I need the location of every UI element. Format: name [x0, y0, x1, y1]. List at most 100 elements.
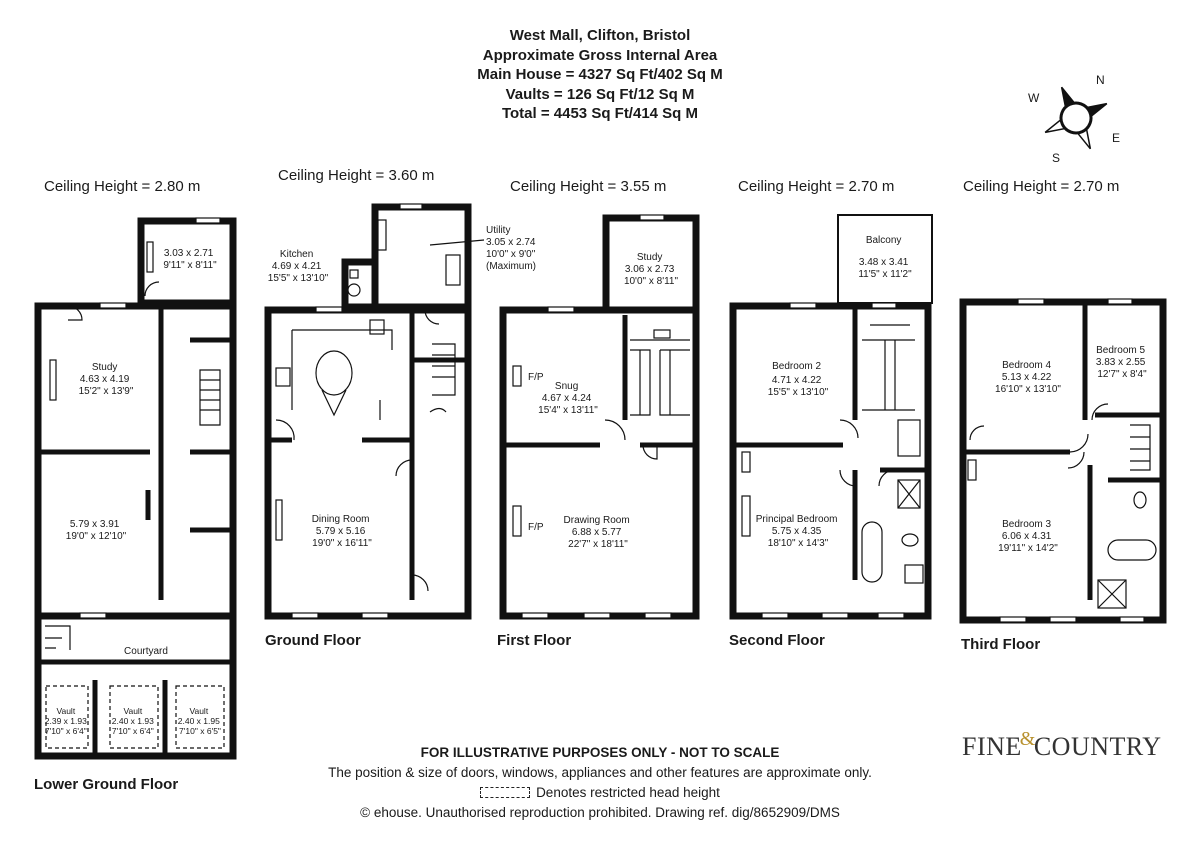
main-house-area: Main House = 4327 Sq Ft/402 Sq M — [477, 66, 723, 83]
ground-ceiling-height: Ceiling Height = 3.60 m — [278, 167, 435, 184]
logo-ampersand: & — [1019, 728, 1036, 750]
compass-e: E — [1112, 131, 1120, 145]
utility-name: Utility — [486, 225, 510, 236]
principal-dims-m: 5.75 x 4.35 — [772, 526, 822, 537]
lg-main-dims-m: 5.79 x 3.91 — [70, 519, 120, 530]
principal-name: Principal Bedroom — [756, 514, 838, 525]
address-title: West Mall, Clifton, Bristol — [509, 27, 691, 44]
snug-dims-m: 4.67 x 4.24 — [542, 393, 592, 404]
bedroom4-dims-m: 5.13 x 4.22 — [1002, 372, 1052, 383]
svg-text:Kitchen 4.69 x 4.21: Kitchen 4.69 x 4.21 15'5" x 13'10" — [268, 249, 329, 284]
svg-text:Vault 2.39 x 1.93: Vault 2.39 x 1.93 7'10" x 6'4" Vault 2.4… — [45, 706, 222, 736]
lg-study-dims-m: 4.63 x 4.19 — [80, 374, 130, 385]
balcony-dims-m: 3.48 x 3.41 — [859, 257, 909, 268]
utility-dims-ft: 10'0" x 9'0" — [486, 249, 536, 260]
svg-text:Bedroom 5 3.83 x 2.55: Bedroom 5 3.83 x 2.55 12'7" x 8'4" — [1096, 345, 1148, 380]
kitchen-dims-m: 4.69 x 4.21 — [272, 261, 322, 272]
svg-text:Drawing Room 6.88 x 5.77: Drawing Room 6.88 x 5.77 22'7" x 18'11" — [564, 515, 633, 550]
balcony-name: Balcony — [866, 235, 902, 246]
svg-text:Bedroom 4 5.13 x 4.22: Bedroom 4 5.13 x 4.22 16'10" x 13'10" — [995, 360, 1061, 395]
svg-text:Balcony 3.48 x 3.41: Balcony 3.48 x 3.41 11'5" x 11'2" — [858, 235, 912, 280]
ff-study-dims-m: 3.06 x 2.73 — [625, 264, 675, 275]
lg-study-name: Study — [92, 362, 118, 373]
principal-dims-ft: 18'10" x 14'3" — [768, 538, 829, 549]
ff-study-dims-ft: 10'0" x 8'11" — [624, 276, 679, 287]
total-area: Total = 4453 Sq Ft/414 Sq M — [501, 105, 699, 122]
bedroom3-dims-m: 6.06 x 4.31 — [1002, 531, 1052, 542]
drawing-fp: F/P — [528, 522, 544, 533]
svg-text:Utility 3.05 x 2.74: Utility 3.05 x 2.74 10'0" x 9'0" (Maximu… — [486, 225, 538, 272]
plan-header: West Mall, Clifton, Bristol Approximate … — [0, 26, 1200, 124]
snug-fp: F/P — [528, 372, 544, 383]
balcony-dims-ft: 11'5" x 11'2" — [858, 269, 912, 280]
kitchen-name: Kitchen — [280, 249, 313, 260]
second-floor-plan: Balcony 3.48 x 3.41 11'5" x 11'2" Bedroo… — [729, 214, 933, 620]
restricted-note: Denotes restricted head height — [536, 785, 720, 800]
utility-dims-m: 3.05 x 2.74 — [486, 237, 536, 248]
bedroom4-dims-ft: 16'10" x 13'10" — [995, 384, 1061, 395]
gia-label: Approximate Gross Internal Area — [482, 46, 718, 64]
lg-store-dims-m: 3.03 x 2.71 — [164, 248, 214, 259]
third-floor-plan: Bedroom 4 5.13 x 4.22 16'10" x 13'10" Be… — [959, 298, 1167, 624]
drawing-name: Drawing Room — [564, 515, 630, 526]
vault2-name: Vault — [123, 706, 142, 716]
logo-word-fine: FINE — [962, 732, 1022, 761]
lg-courtyard-name: Courtyard — [124, 646, 168, 657]
bedroom5-name: Bedroom 5 — [1096, 345, 1145, 356]
restricted-note-row: Denotes restricted head height — [250, 785, 950, 800]
svg-text:Bedroom 3 6.06 x 4.31: Bedroom 3 6.06 x 4.31 19'11" x 14'2" — [998, 519, 1058, 554]
dining-dims-m: 5.79 x 5.16 — [316, 526, 366, 537]
third-floor-label: Third Floor — [961, 636, 1041, 653]
vault2-dims-ft: 7'10" x 6'4" — [112, 726, 154, 736]
vault1-dims-ft: 7'10" x 6'4" — [45, 726, 87, 736]
svg-text:Study 4.63 x 4.19: Study 4.63 x 4.19 15'2" x 13'9" — [79, 362, 134, 397]
svg-text:Principal Bedroom 5.75 x: Principal Bedroom 5.75 x 4.35 18'10" x 1… — [756, 514, 841, 549]
vault2-dims-m: 2.40 x 1.93 — [112, 716, 154, 726]
fine-country-logo: FINE&COUNTRY — [962, 728, 1162, 762]
bedroom3-name: Bedroom 3 — [1002, 519, 1051, 530]
dining-name: Dining Room — [312, 514, 370, 525]
bedroom4-name: Bedroom 4 — [1002, 360, 1051, 371]
drawing-dims-m: 6.88 x 5.77 — [572, 527, 622, 538]
svg-text:Dining Room 5.79 x 5.16: Dining Room 5.79 x 5.16 19'0" x 16'11" — [312, 514, 373, 549]
svg-text:5.79 x 3.91 19'0" x 12'1: 5.79 x 3.91 19'0" x 12'10" — [66, 519, 127, 542]
first-ceiling-height: Ceiling Height = 3.55 m — [510, 178, 667, 195]
vault3-dims-ft: 7'10" x 6'5" — [179, 726, 221, 736]
kitchen-dims-ft: 15'5" x 13'10" — [268, 273, 329, 284]
lower-ground-floor-label: Lower Ground Floor — [34, 776, 179, 793]
vault3-dims-m: 2.40 x 1.95 — [178, 716, 220, 726]
lower-ground-floor-plan: Study 4.63 x 4.19 15'2" x 13'9" 3.03 x 2… — [34, 217, 237, 760]
drawing-dims-ft: 22'7" x 18'11" — [568, 539, 628, 550]
logo-word-country: COUNTRY — [1033, 732, 1162, 761]
svg-text:Study 3.06 x 2.73: Study 3.06 x 2.73 10'0" x 8'11" — [624, 252, 679, 287]
position-note: The position & size of doors, windows, a… — [328, 765, 872, 780]
utility-note: (Maximum) — [486, 261, 536, 272]
compass-icon: N E S W — [1028, 73, 1120, 165]
lg-store-dims-ft: 9'11" x 8'11" — [163, 260, 217, 271]
illustrative-disclaimer: FOR ILLUSTRATIVE PURPOSES ONLY - NOT TO … — [420, 745, 780, 760]
dining-dims-ft: 19'0" x 16'11" — [312, 538, 372, 549]
vault1-name: Vault — [56, 706, 75, 716]
compass-s: S — [1052, 151, 1060, 165]
bedroom5-dims-ft: 12'7" x 8'4" — [1097, 369, 1147, 380]
ff-study-name: Study — [637, 252, 663, 263]
first-floor-plan: F/P F/P Study 3.06 x 2.73 10'0" x 8'11" … — [499, 214, 700, 620]
svg-text:Snug 4.67 x 4.24 1: Snug 4.67 x 4.24 15'4" x 13'11" — [538, 381, 598, 416]
bedroom2-dims-ft: 15'5" x 13'10" — [768, 387, 829, 398]
ground-floor-plan: Kitchen 4.69 x 4.21 15'5" x 13'10" Utili… — [264, 203, 538, 620]
ground-floor-label: Ground Floor — [265, 632, 361, 649]
bedroom5-dims-m: 3.83 x 2.55 — [1096, 357, 1146, 368]
copyright-note: © ehouse. Unauthorised reproduction proh… — [360, 805, 840, 820]
second-floor-label: Second Floor — [729, 632, 825, 649]
vault3-name: Vault — [189, 706, 208, 716]
bedroom2-name: Bedroom 2 — [772, 361, 821, 372]
snug-name: Snug — [555, 381, 578, 392]
vaults-area: Vaults = 126 Sq Ft/12 Sq M — [505, 85, 695, 103]
svg-text:3.03 x 2.71 9'11" x 8'11: 3.03 x 2.71 9'11" x 8'11" — [163, 248, 217, 271]
snug-dims-ft: 15'4" x 13'11" — [538, 405, 598, 416]
svg-text:Bedroom 2 4.71 x 4.22: Bedroom 2 4.71 x 4.22 15'5" x 13'10" — [768, 361, 829, 398]
bedroom3-dims-ft: 19'11" x 14'2" — [998, 543, 1058, 554]
lower-ground-ceiling-height: Ceiling Height = 2.80 m — [44, 178, 201, 195]
compass-n: N — [1096, 73, 1105, 87]
